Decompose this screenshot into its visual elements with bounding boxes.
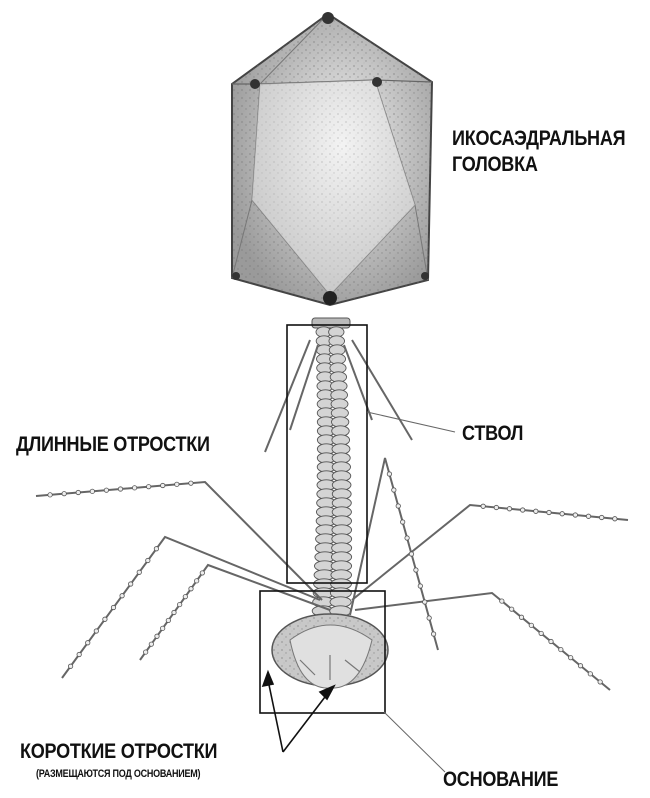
tail-label: СТВОЛ xyxy=(462,421,523,447)
base-plate xyxy=(272,614,388,688)
short-fibers-label: КОРОТКИЕ ОТРОСТКИ xyxy=(20,739,217,765)
icosahedral-head xyxy=(232,12,432,305)
head-label-line2: ГОЛОВКА xyxy=(452,152,538,178)
head-label-line1: ИКОСАЭДРАЛЬНАЯ xyxy=(452,126,625,152)
collar xyxy=(312,318,350,328)
long-fibers-label: ДЛИННЫЕ ОТРОСТКИ xyxy=(16,432,210,458)
base-plate-label: ОСНОВАНИЕ xyxy=(443,767,558,793)
short-fibers-note: (РАЗМЕЩАЮТСЯ ПОД ОСНОВАНИЕМ) xyxy=(36,767,200,781)
leader-lines xyxy=(367,412,455,772)
